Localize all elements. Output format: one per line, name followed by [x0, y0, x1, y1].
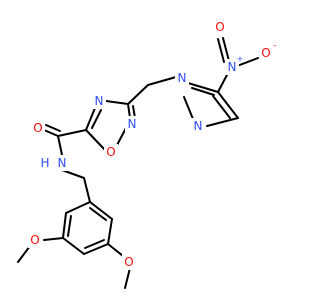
- atom-o-nitro-right: O: [261, 46, 270, 60]
- bond-ring-2-3: [62, 212, 67, 239]
- atom-n-oxadiazole-4: N: [95, 94, 104, 108]
- bond-carbonyl-c-o-double: [45, 124, 61, 132]
- atom-n-pyrazole-2: N: [194, 119, 203, 133]
- molecule-structure: O N + O - N N N N O O N H O O: [17, 19, 277, 289]
- bond-ring-o-methoxy-left: [43, 237, 64, 241]
- bond-c3-n4-oxadiazole: [105, 100, 129, 105]
- bond-o-n-nitro: [222, 37, 230, 62]
- bond-ch2-ring: [83, 177, 91, 203]
- bond-c4-c3-pyrazole-double: [212, 95, 231, 119]
- atom-n-oxadiazole-2: N: [128, 117, 137, 131]
- atom-layer: O N + O - N N N N O O N H O O: [28, 19, 277, 270]
- bond-c3-n2-pyrazole: [206, 117, 239, 127]
- atom-o-methoxy-right: O: [124, 255, 133, 269]
- atom-o-carbonyl: O: [33, 121, 42, 135]
- charge-o-nitro-right: -: [274, 41, 277, 50]
- bond-ring-4-5-double: [84, 239, 105, 249]
- bond-n4-c5-oxadiazole-double: [91, 109, 102, 129]
- bond-ring-3-4: [62, 237, 85, 255]
- bond-o-ch3-left: [17, 245, 31, 263]
- bond-ring-4-5: [83, 243, 109, 255]
- bond-o-n-nitro-double: [217, 38, 225, 63]
- bond-layer: [17, 37, 259, 289]
- bond-ring-o-methoxy-right: [107, 243, 124, 257]
- atom-n-amide: N: [58, 156, 67, 170]
- molecule-diagram: O N + O - N N N N O O N H O O: [17, 19, 277, 289]
- bond-n-o-nitro: [236, 57, 259, 67]
- atom-o-methoxy-left: O: [30, 233, 39, 247]
- bond-c5-carbonyl-c: [57, 129, 87, 137]
- bond-o1-n2-oxadiazole: [115, 127, 127, 148]
- atom-n-nitro: N: [228, 60, 237, 74]
- bond-n1-c5-pyrazole: [187, 82, 219, 93]
- atom-o-oxadiazole: O: [106, 145, 115, 159]
- charge-n-nitro: +: [237, 55, 244, 64]
- bond-n2-n1-pyrazole: [183, 96, 194, 120]
- bond-n-c4-pyrazole: [217, 72, 229, 93]
- bond-carbonyl-c-n: [57, 135, 63, 156]
- bond-carbonyl-c-o: [43, 129, 59, 137]
- bond-ring-5-6: [107, 218, 113, 245]
- bond-ch2-c3-oxadiazole: [127, 84, 149, 105]
- bond-n1-c5-pyrazole-inner: [191, 87, 215, 96]
- bond-o-ch3-right: [124, 267, 131, 289]
- atom-o-nitro-top: O: [215, 20, 224, 34]
- bond-n2-c3-oxadiazole: [127, 103, 131, 119]
- bond-c5-o1-oxadiazole: [85, 129, 106, 151]
- bond-ring-6-1: [89, 201, 113, 220]
- bond-n4-c5-oxadiazole: [85, 107, 96, 131]
- atom-n-pyrazole-1: N: [178, 71, 187, 85]
- bond-ring-1-2: [65, 201, 91, 214]
- bond-n1-ch2: [147, 76, 177, 86]
- bond-ring-6-1-double: [89, 207, 107, 221]
- bond-ring-2-3-double: [67, 215, 72, 237]
- bond-c4-c3-pyrazole: [217, 91, 239, 119]
- bond-n-ch2-benzyl: [61, 169, 85, 179]
- atom-h-amide: H: [40, 156, 49, 170]
